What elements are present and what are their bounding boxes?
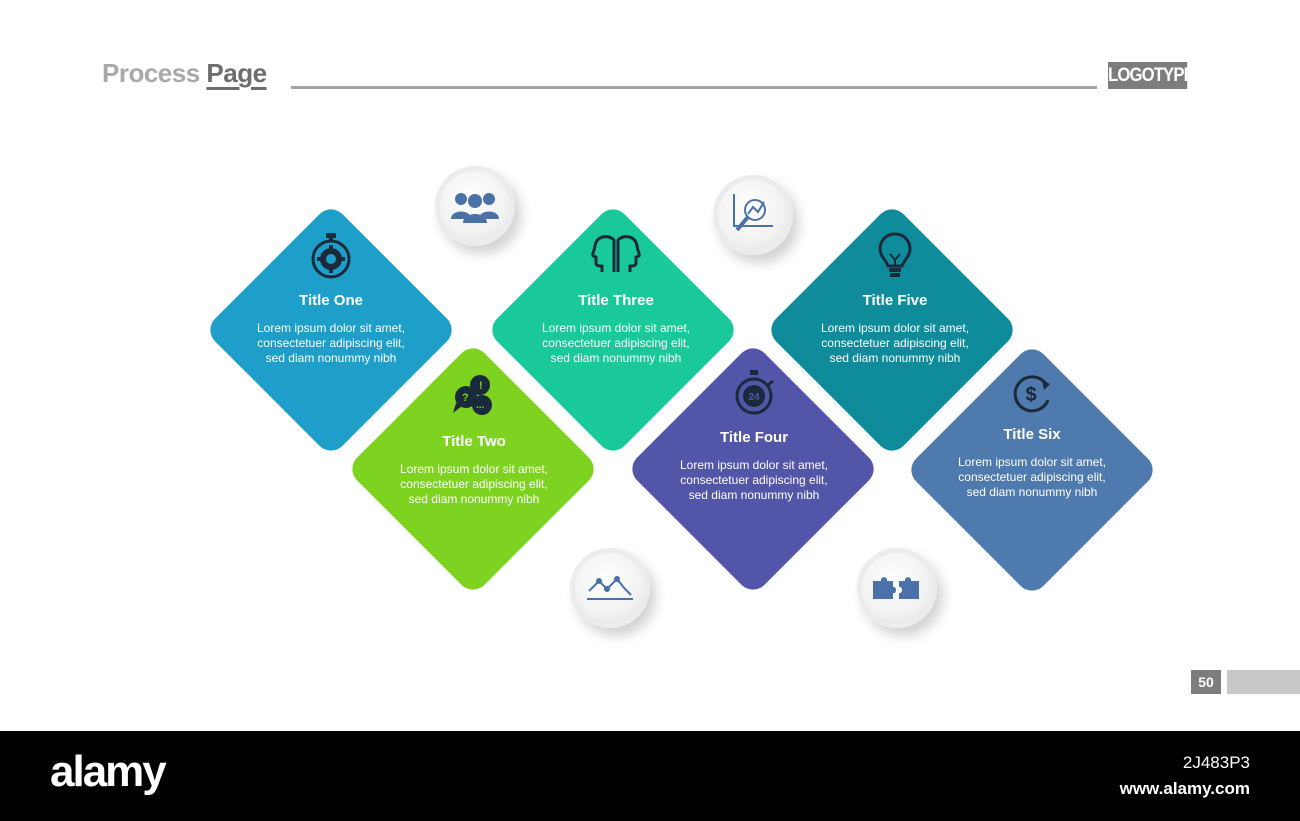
chart-search-bubble <box>713 175 793 255</box>
step-6: $ Title Six Lorem ipsum dolor sit amet, … <box>917 374 1147 500</box>
step-3-text-line-2: consectetuer adipiscing elit, <box>542 336 690 350</box>
puzzle-icon <box>873 577 919 599</box>
page-title-part2: Page <box>206 58 267 88</box>
step-1-title: Title One <box>299 292 363 309</box>
footer-url: www.alamy.com <box>1119 779 1250 798</box>
step-6-text-line-3: sed diam nonummy nibh <box>966 485 1098 499</box>
team-icon <box>451 193 499 223</box>
two-heads-icon <box>591 235 641 272</box>
step-2: ! ? ... Title Two Lorem ipsum dolor sit … <box>359 373 589 507</box>
svg-text:24: 24 <box>748 392 760 403</box>
step-2-text: Lorem ipsum dolor sit amet, consectetuer… <box>359 462 589 507</box>
step-3-title: Title Three <box>578 292 654 309</box>
slide: Process Page LOGOTYPE Title One Lorem ip… <box>102 58 1300 694</box>
step-2-title: Title Two <box>442 433 506 450</box>
page-number-bar <box>1227 670 1300 694</box>
footer-image-code: 2J483P3 <box>1182 753 1250 772</box>
step-1-text-line-3: sed diam nonummy nibh <box>265 351 397 365</box>
step-4-text-line-2: consectetuer adipiscing elit, <box>680 473 828 487</box>
step-6-title: Title Six <box>1003 426 1061 443</box>
step-1: Title One Lorem ipsum dolor sit amet, co… <box>216 232 446 366</box>
step-5-text: Lorem ipsum dolor sit amet, consectetuer… <box>780 321 1010 366</box>
step-2-text-line-1: Lorem ipsum dolor sit amet, <box>399 462 549 476</box>
step-5: Title Five Lorem ipsum dolor sit amet, c… <box>780 232 1010 366</box>
chart-search-icon <box>733 194 773 232</box>
line-chart-bubble <box>570 548 650 628</box>
step-5-title: Title Five <box>862 292 928 309</box>
puzzle-bubble <box>857 548 937 628</box>
step-3-text-line-3: sed diam nonummy nibh <box>550 351 682 365</box>
step-1-text-line-1: Lorem ipsum dolor sit amet, <box>256 321 406 335</box>
footer-brand: alamy <box>50 747 167 796</box>
svg-text:$: $ <box>1025 384 1036 406</box>
step-6-text-line-2: consectetuer adipiscing elit, <box>958 470 1106 484</box>
step-6-text-line-1: Lorem ipsum dolor sit amet, <box>957 455 1107 469</box>
step-5-text-line-3: sed diam nonummy nibh <box>829 351 961 365</box>
24-hour-clock-icon: 24 <box>735 370 774 415</box>
dollar-cycle-icon: $ <box>1013 375 1050 413</box>
page-title: Process Page <box>102 58 267 89</box>
team-bubble <box>435 166 515 246</box>
step-3-text-line-1: Lorem ipsum dolor sit amet, <box>541 321 691 335</box>
stopwatch-gear-icon <box>311 233 351 279</box>
chat-bubbles-icon: ! ? ... <box>453 375 492 415</box>
step-1-text-line-2: consectetuer adipiscing elit, <box>257 336 405 350</box>
lightbulb-icon <box>878 232 912 277</box>
step-2-text-line-3: sed diam nonummy nibh <box>408 492 540 506</box>
svg-text:?: ? <box>462 392 469 404</box>
step-6-text: Lorem ipsum dolor sit amet, consectetuer… <box>917 455 1147 500</box>
page-title-part1: Process <box>102 58 200 88</box>
step-4: 24 Title Four Lorem ipsum dolor sit amet… <box>639 369 869 503</box>
step-3: Title Three Lorem ipsum dolor sit amet, … <box>501 232 731 366</box>
svg-text:!: ! <box>479 380 483 392</box>
step-1-text: Lorem ipsum dolor sit amet, consectetuer… <box>216 321 446 366</box>
page-number: 50 <box>1191 670 1221 694</box>
header-rule <box>291 86 1097 89</box>
step-4-text: Lorem ipsum dolor sit amet, consectetuer… <box>639 458 869 503</box>
step-5-text-line-2: consectetuer adipiscing elit, <box>821 336 969 350</box>
svg-text:...: ... <box>476 400 485 411</box>
step-2-text-line-2: consectetuer adipiscing elit, <box>400 477 548 491</box>
watermark-footer: alamy 2J483P3 www.alamy.com <box>0 731 1300 821</box>
step-4-title: Title Four <box>719 429 789 446</box>
line-chart-icon <box>587 576 633 600</box>
step-4-text-line-1: Lorem ipsum dolor sit amet, <box>679 458 829 472</box>
step-5-text-line-1: Lorem ipsum dolor sit amet, <box>820 321 970 335</box>
logo: LOGOTYPE <box>1108 62 1195 89</box>
step-3-text: Lorem ipsum dolor sit amet, consectetuer… <box>501 321 731 366</box>
step-4-text-line-3: sed diam nonummy nibh <box>688 488 820 502</box>
